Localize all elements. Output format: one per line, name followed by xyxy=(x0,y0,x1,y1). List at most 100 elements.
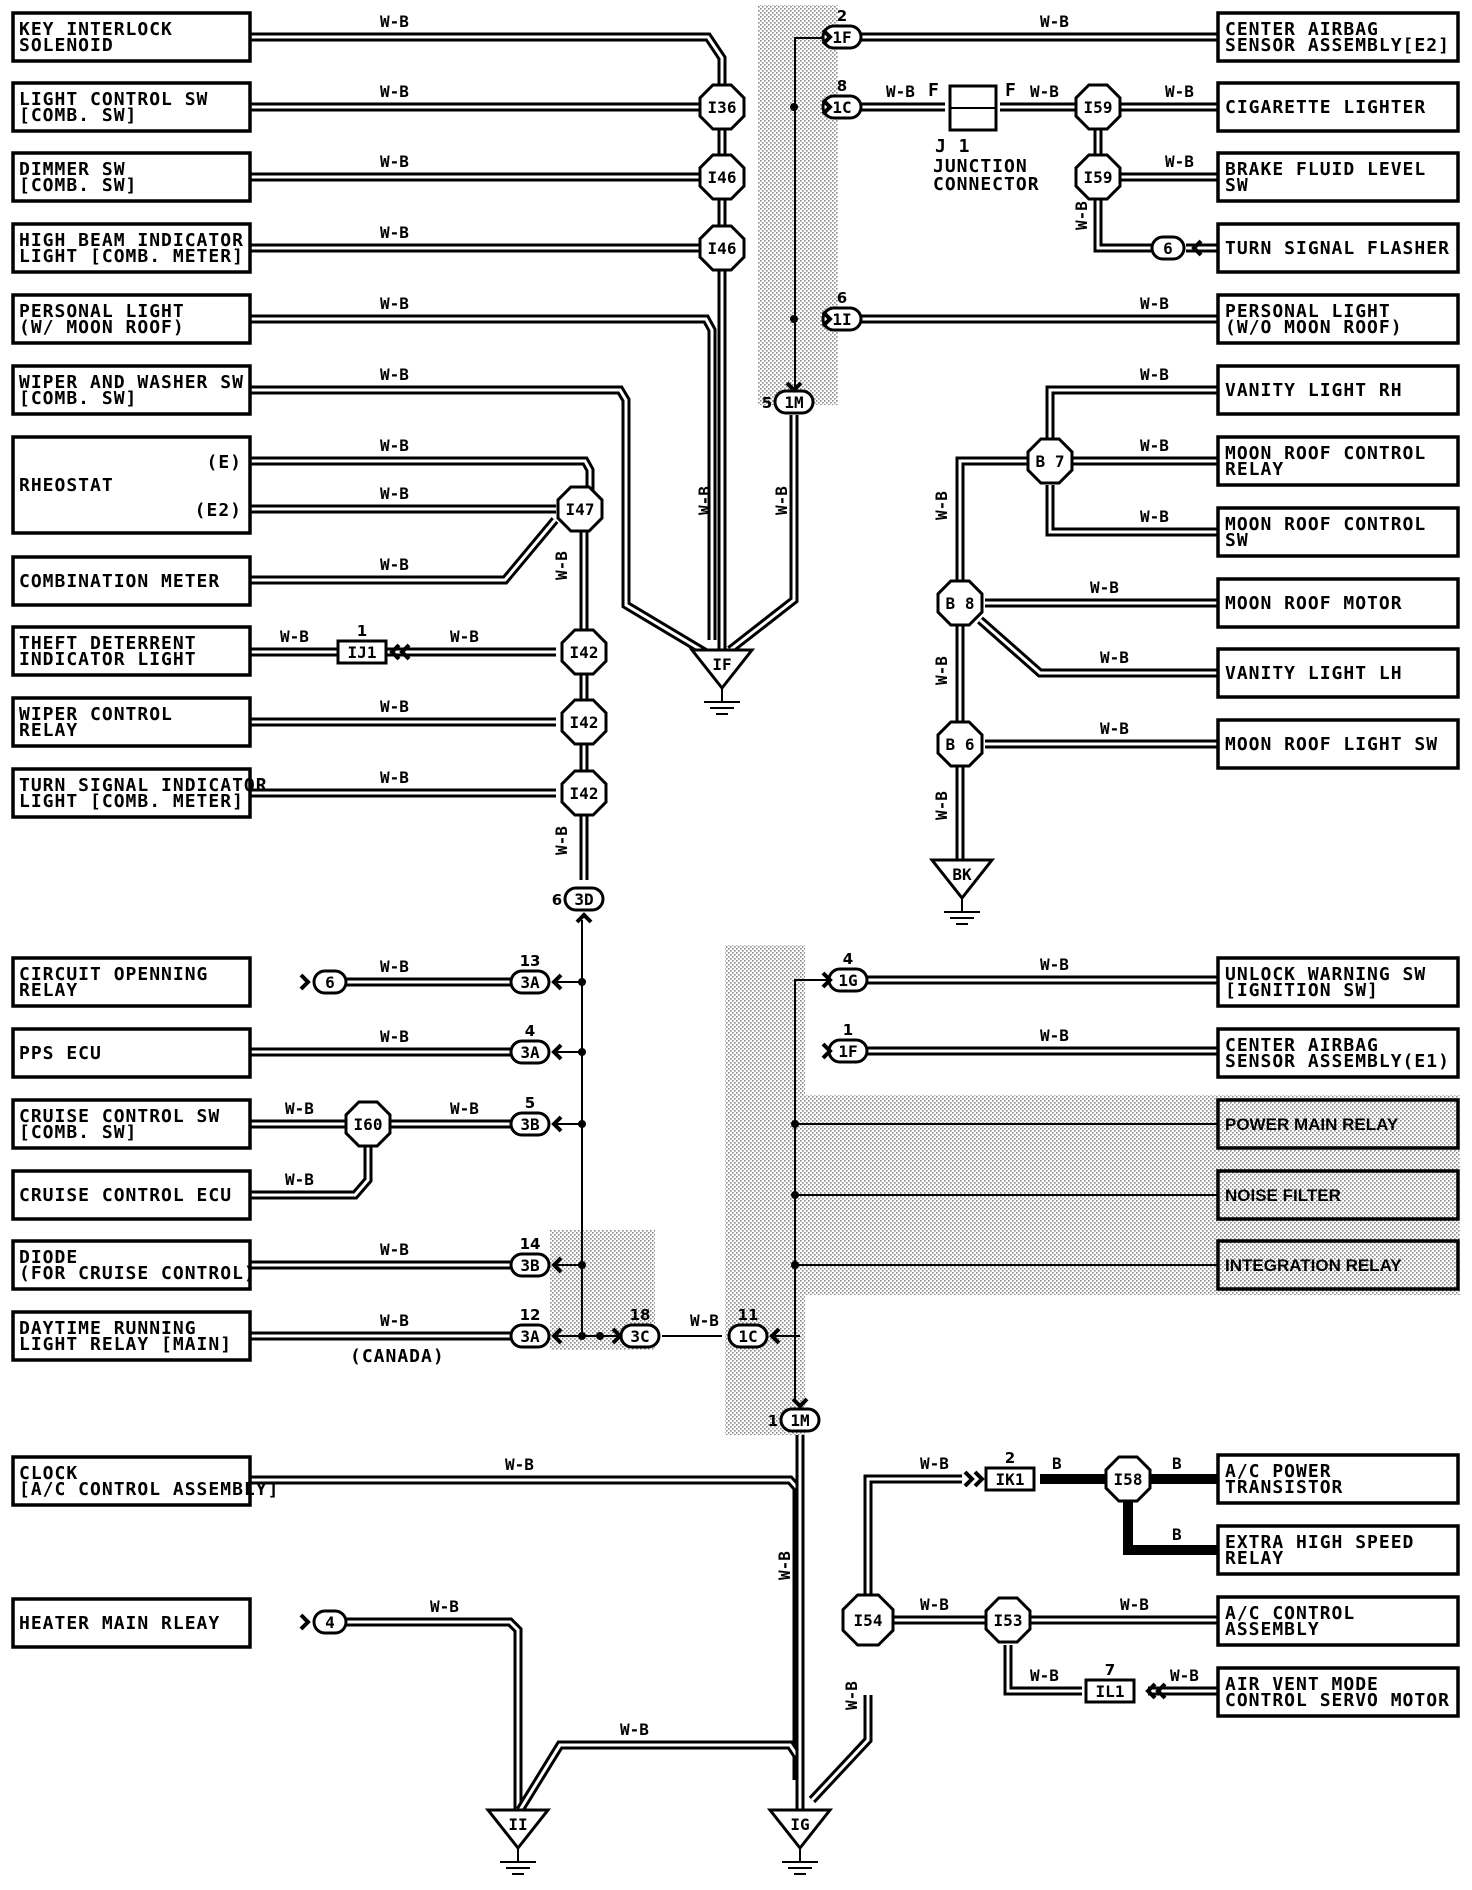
wire-label-2: W-B xyxy=(380,152,409,171)
junction-dot xyxy=(578,1048,586,1056)
arrow-mark xyxy=(551,1327,563,1345)
wire-label-35: W-B xyxy=(505,1455,534,1474)
splice-label: I42 xyxy=(570,784,599,803)
splice-i42-c: I42 xyxy=(560,769,608,817)
connector-pin: 13 xyxy=(520,952,541,970)
splice-i53: I53 xyxy=(984,1596,1032,1644)
connector-label: 1C xyxy=(738,1327,757,1346)
left-component-6: RHEOSTAT xyxy=(11,435,252,535)
splice-label: B 7 xyxy=(1036,452,1065,471)
wire-label-18: W-B xyxy=(1140,294,1169,313)
wire-label-14: W-B xyxy=(886,82,915,101)
wire-label-21: W-B xyxy=(1140,507,1169,526)
left-component-label: CRUISE CONTROL SW[COMB. SW] xyxy=(19,1106,220,1143)
arrow-mark xyxy=(1155,1682,1167,1700)
wire-label-13: W-B xyxy=(1040,12,1069,31)
arrow-mark xyxy=(389,643,401,661)
arrow-mark xyxy=(963,1470,975,1488)
rheostat-pin-e: (E) xyxy=(206,452,242,473)
left-component-18: HEATER MAIN RLEAY xyxy=(11,1597,252,1649)
left-component-label: PPS ECU xyxy=(19,1043,102,1064)
ground-label: BK xyxy=(952,865,972,884)
wire-label-0: W-B xyxy=(380,12,409,31)
right-component-label: VANITY LIGHT LH xyxy=(1225,663,1403,684)
right-component-4: PERSONAL LIGHT(W/O MOON ROOF) xyxy=(1216,293,1460,345)
connector-3a-4: 3A4 xyxy=(509,1022,551,1065)
left-component-15: DIODE(FOR CRUISE CONTROL) xyxy=(11,1239,255,1291)
wire-label-40: W-B xyxy=(1120,1595,1149,1614)
connector-label: 1M xyxy=(784,393,803,412)
left-component-label: CLOCK[A/C CONTROL ASSEMBLY] xyxy=(19,1463,279,1500)
right-component-label: CIGARETTE LIGHTER xyxy=(1225,97,1426,118)
junction-pin-right: F xyxy=(1005,80,1017,101)
arrow-mark xyxy=(821,98,833,116)
splice-label: B 6 xyxy=(946,735,975,754)
connector-label: 1F xyxy=(832,28,851,47)
junction-dot xyxy=(578,1261,586,1269)
ground-bk: BK xyxy=(928,858,996,925)
right-component-8: MOON ROOF MOTOR xyxy=(1216,577,1460,629)
heavy-wires xyxy=(1040,1474,1220,1555)
wire-label-25: W-B xyxy=(380,957,409,976)
wire-label-v-3: W-B xyxy=(932,491,951,520)
wire-label-12: W-B xyxy=(380,768,409,787)
ground-if: IF xyxy=(688,648,756,715)
connector-label: 3C xyxy=(630,1327,649,1346)
splice-b8: B 8 xyxy=(936,579,984,627)
wire-label-8: W-B xyxy=(380,555,409,574)
splice-label: I54 xyxy=(854,1611,883,1630)
junction-dot xyxy=(791,1191,799,1199)
canada-note: (CANADA) xyxy=(350,1346,445,1367)
splice-b6: B 6 xyxy=(936,720,984,768)
arrow-mark xyxy=(821,310,833,328)
splice-label: I59 xyxy=(1084,168,1113,187)
wire-label-19: W-B xyxy=(1140,365,1169,384)
left-component-4: PERSONAL LIGHT(W/ MOON ROOF) xyxy=(11,293,252,345)
wire-label-v-9: W-B xyxy=(842,1681,861,1710)
connector-1f-bottom: 1F1 xyxy=(827,1021,869,1064)
arrow-mark xyxy=(1145,1682,1157,1700)
left-component-label: PERSONAL LIGHT(W/ MOON ROOF) xyxy=(19,301,185,338)
splice-i36: I36 xyxy=(698,83,746,131)
connector-pin: 6 xyxy=(837,289,847,307)
connector-pin: 7 xyxy=(1105,1661,1115,1679)
junction-dot xyxy=(578,1332,586,1340)
connector-pin: 1 xyxy=(768,1412,778,1430)
wire-label-6: W-B xyxy=(380,436,409,455)
wire-label-9: W-B xyxy=(280,627,309,646)
connector-pin: 2 xyxy=(837,7,847,25)
connector-4-heater: 4 xyxy=(312,1609,348,1635)
wire-label-20: W-B xyxy=(1140,436,1169,455)
wire-label-17: W-B xyxy=(1165,152,1194,171)
arrow-mark xyxy=(973,1470,985,1488)
right-component-label: TURN SIGNAL FLASHER xyxy=(1225,238,1450,259)
splice-label: I53 xyxy=(994,1611,1023,1630)
left-component-label: RHEOSTAT xyxy=(19,475,114,496)
connector-label: 3A xyxy=(520,1327,540,1346)
wire-label-34: W-B xyxy=(1040,1026,1069,1045)
right-component-1: CIGARETTE LIGHTER xyxy=(1216,81,1460,133)
wire-label-v-7: W-B xyxy=(1072,201,1091,230)
arrow-mark xyxy=(821,971,833,989)
heavy-wire-label-2: B xyxy=(1172,1525,1182,1544)
splice-b7: B 7 xyxy=(1026,437,1074,485)
arrow-mark xyxy=(611,1327,623,1345)
connector-pin: 1 xyxy=(357,622,367,640)
